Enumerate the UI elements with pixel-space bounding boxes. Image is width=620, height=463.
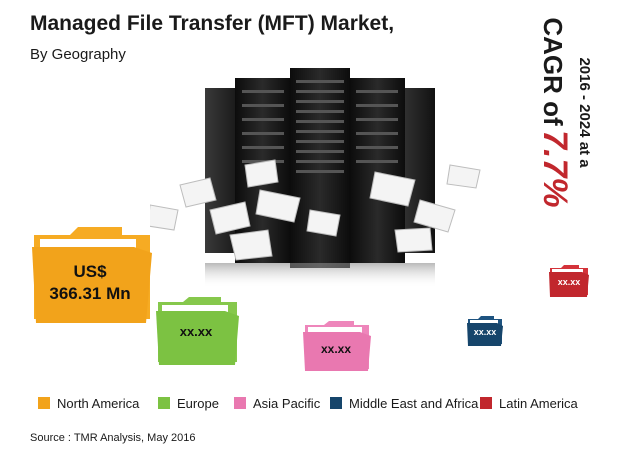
folder-icon [303, 321, 371, 371]
folder-icon [467, 316, 503, 346]
legend-swatch [480, 397, 492, 409]
europe-folder: xx.xx [155, 296, 240, 366]
north-america-currency: US$ [73, 262, 107, 281]
server-racks-illustration [150, 68, 481, 288]
legend-item-asia-pacific: Asia Pacific [234, 396, 320, 412]
page-title: Managed File Transfer (MFT) Market, [30, 12, 395, 35]
legend-item-north-america: North America [38, 396, 139, 412]
north-america-value: 366.31 Mn [49, 284, 131, 303]
folder-icon [549, 265, 589, 297]
latin-america-folder: xx.xx [548, 265, 590, 297]
legend-item-europe: Europe [158, 396, 219, 412]
source-note: Source : TMR Analysis, May 2016 [30, 432, 196, 444]
mea-folder: xx.xx [466, 316, 504, 346]
legend-swatch [234, 397, 246, 409]
asia-pacific-folder: xx.xx [302, 320, 372, 372]
legend-swatch [38, 397, 50, 409]
cagr-period: 2016 - 2024 at a [576, 57, 593, 168]
cagr-callout: 2016 - 2024 at a CAGR of 7.7% [525, 10, 595, 215]
cagr-value: 7.7% [536, 130, 574, 208]
legend-item-mea: Middle East and Africa [330, 396, 478, 412]
folder-icon [32, 227, 152, 323]
legend-swatch [158, 397, 170, 409]
asia-pacific-value: xx.xx [320, 342, 352, 356]
latin-america-value: xx.xx [557, 277, 581, 287]
north-america-folder: US$ 366.31 Mn [30, 225, 155, 325]
page-subtitle: By Geography [30, 46, 126, 63]
legend-item-latin-america: Latin America [480, 396, 578, 412]
mea-value: xx.xx [473, 327, 497, 337]
europe-value: xx.xx [179, 324, 213, 339]
legend: North America Europe Asia Pacific Middle… [38, 396, 598, 414]
folder-icon [156, 297, 239, 365]
legend-swatch [330, 397, 342, 409]
cagr-label: CAGR of [538, 17, 568, 126]
